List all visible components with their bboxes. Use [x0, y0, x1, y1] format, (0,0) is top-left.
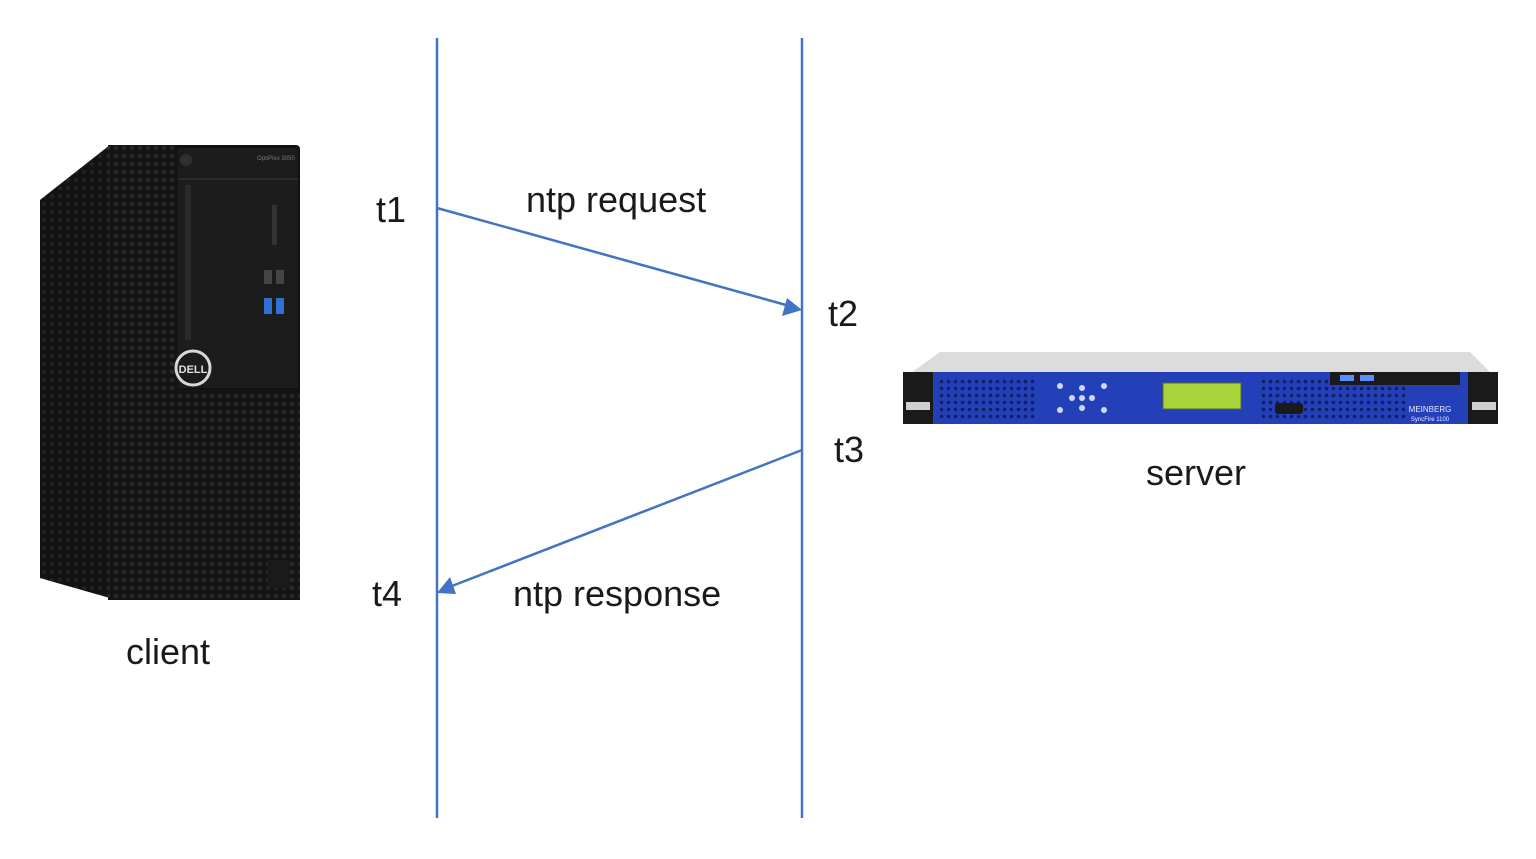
server-lcd-display: [1162, 382, 1242, 410]
timestamp-t3: t3: [834, 429, 865, 470]
server-model-text: SyncFire 1100: [1411, 417, 1450, 423]
request-arrow: [436, 206, 802, 316]
request-arrowhead-icon: [782, 298, 802, 316]
timestamp-t4: t4: [372, 573, 403, 614]
client-model-text: OptiPlex 3050: [257, 156, 295, 162]
timestamp-t2: t2: [828, 293, 859, 334]
server-label: server: [1146, 452, 1247, 493]
response-message-label: ntp response: [513, 573, 722, 614]
dell-logo-text: DELL: [179, 364, 208, 376]
response-arrow: [437, 448, 803, 594]
client-computer-image: DELL OptiPlex 3050: [40, 145, 300, 600]
timestamp-t1: t1: [376, 189, 407, 230]
response-arrowhead-icon: [437, 577, 456, 594]
server-brand-text: MEINBERG: [1409, 405, 1452, 414]
server-appliance-image: MEINBERG SyncFire 1100: [903, 352, 1498, 424]
client-label: client: [126, 631, 211, 672]
request-message-label: ntp request: [526, 179, 707, 220]
dell-logo-icon: [174, 349, 212, 387]
